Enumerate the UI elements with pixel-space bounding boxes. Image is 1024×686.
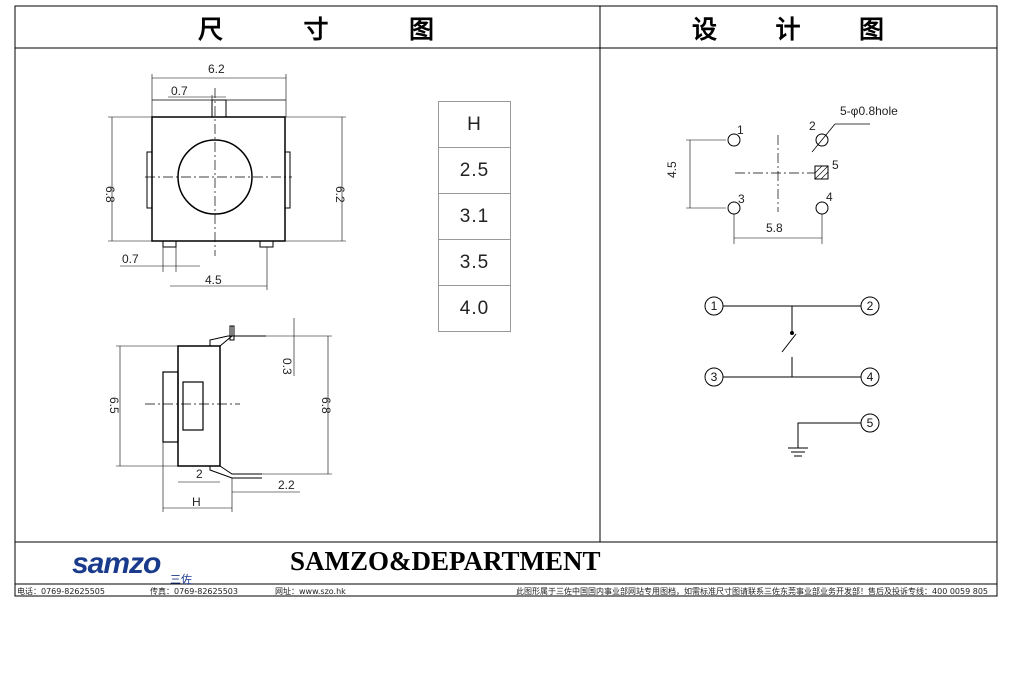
- title-char: 图: [858, 15, 884, 44]
- schematic-labels: 1 2 3 4 5: [711, 299, 874, 430]
- samzo-logo: samzo 三佐: [72, 547, 192, 586]
- node-2: 2: [867, 299, 874, 313]
- dim-footprint-horizontal: 5.8: [766, 221, 783, 235]
- title-char: 图: [408, 15, 434, 44]
- h-table-cell: 3.5: [438, 240, 511, 286]
- side-view: [116, 318, 332, 512]
- pin-label-5: 5: [832, 158, 839, 172]
- footer-fax: 传真：0769-82625503: [150, 587, 238, 596]
- footer-website[interactable]: 网址：www.szo.hk: [275, 587, 346, 596]
- title-char: 计: [775, 15, 801, 44]
- footer-notice: 此图形属于三佐中国国内事业部网站专用图档，如需标准尺寸图请联系三佐东莞事业部业务…: [516, 587, 988, 596]
- dim-pitch-bottom: 4.5: [205, 273, 222, 287]
- node-5: 5: [867, 416, 874, 430]
- h-table-cell: 2.5: [438, 148, 511, 194]
- dim-stem: H: [192, 495, 201, 509]
- frame: [14, 5, 998, 597]
- dim-body: 2: [196, 467, 203, 481]
- side-view-labels: 6.5 6.8 0.3 2 2.2 H: [107, 358, 333, 509]
- title-char: 寸: [303, 15, 329, 44]
- dim-height-left: 6.8: [103, 186, 117, 203]
- footprint: [686, 123, 870, 244]
- h-table-cell: 3.1: [438, 194, 511, 240]
- top-view-labels: 6.2 0.7 6.8 6.2 0.7 4.5: [103, 62, 347, 287]
- dimension-drawing-title: 尺 寸 图: [198, 8, 434, 48]
- hole-spec: 5-φ0.8hole: [840, 104, 898, 118]
- dim-lead: 2.2: [278, 478, 295, 492]
- brand-title: SAMZO&DEPARTMENT: [290, 546, 601, 576]
- h-table: H 2.5 3.1 3.5 4.0: [438, 101, 511, 332]
- dim-side-height-left: 6.5: [107, 397, 121, 414]
- node-3: 3: [711, 370, 718, 384]
- h-table-header: H: [438, 101, 511, 148]
- top-view: [108, 74, 346, 290]
- dim-side-height-right: 6.8: [319, 397, 333, 414]
- pin-label-2: 2: [809, 119, 816, 133]
- dim-pin-width: 0.7: [171, 84, 188, 98]
- footer-phone: 电话：0769-82625505: [17, 587, 105, 596]
- title-char: 设: [692, 15, 718, 44]
- node-4: 4: [867, 370, 874, 384]
- dim-height-right: 6.2: [333, 186, 347, 203]
- pin-label-1: 1: [737, 123, 744, 137]
- footprint-labels: 5-φ0.8hole 4.5 5.8 1 2 3 4 5: [665, 104, 898, 235]
- h-table-cell: 4.0: [438, 286, 511, 332]
- logo-sub: 三佐: [170, 572, 192, 586]
- schematic: [704, 296, 880, 457]
- dim-width-top: 6.2: [208, 62, 225, 76]
- dim-pin-thickness: 0.3: [280, 358, 294, 375]
- design-drawing-title: 设 计 图: [692, 8, 884, 48]
- dim-pin-width-bottom: 0.7: [122, 252, 139, 266]
- dim-footprint-vertical: 4.5: [665, 161, 679, 178]
- node-1: 1: [711, 299, 718, 313]
- title-char: 尺: [198, 15, 224, 44]
- logo-text: samzo: [72, 547, 161, 580]
- pin-label-3: 3: [738, 192, 745, 206]
- pin-label-4: 4: [826, 190, 833, 204]
